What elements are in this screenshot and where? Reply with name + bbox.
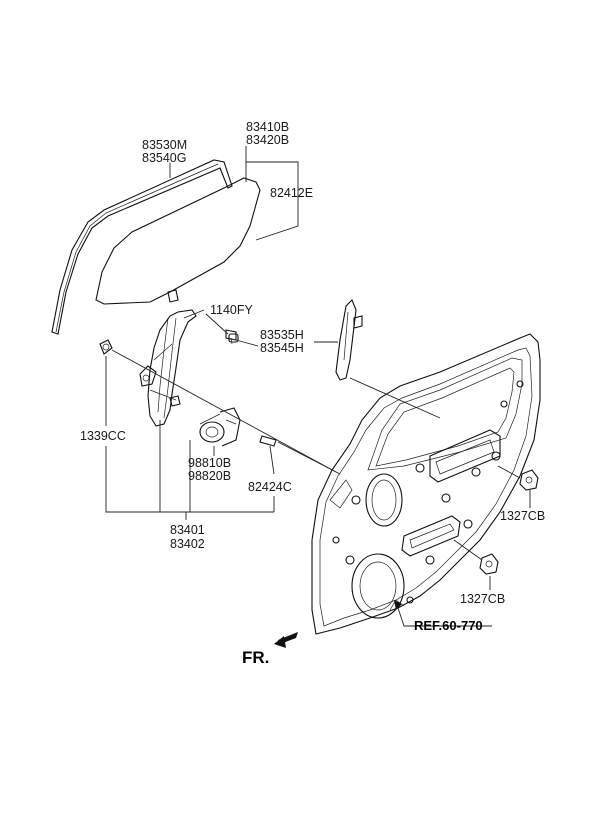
grommet	[99, 339, 113, 355]
label-motor-1: 98810B	[188, 456, 231, 470]
label-channel-2: 83545H	[260, 341, 304, 355]
front-direction-arrow	[274, 632, 298, 648]
label-bolt: 1140FY	[210, 303, 254, 317]
stud-bolt	[259, 435, 277, 447]
label-nut-lower: 1327CB	[460, 592, 505, 606]
window-regulator	[139, 289, 197, 427]
label-motor-2: 98820B	[188, 469, 231, 483]
label-glass-sub: 82412E	[270, 186, 313, 200]
label-nut-upper: 1327CB	[500, 509, 545, 523]
door-glass	[95, 177, 261, 305]
window-motor	[199, 407, 241, 447]
glass-run-seal	[51, 159, 233, 335]
nut-upper	[519, 469, 539, 491]
label-front: FR.	[242, 648, 269, 667]
label-run-seal-2: 83540G	[142, 151, 186, 165]
label-glass-1: 83410B	[246, 120, 289, 134]
label-regulator-1: 83401	[170, 523, 205, 537]
label-reference: REF.60-770	[414, 618, 483, 633]
bolt	[225, 329, 239, 345]
label-stud: 82424C	[248, 480, 292, 494]
label-channel-1: 83535H	[260, 328, 304, 342]
label-grommet: 1339CC	[80, 429, 126, 443]
nut-lower	[479, 553, 499, 575]
part-number-labels: 83530M 83540G 83410B 83420B 82412E 1140F…	[80, 120, 545, 667]
label-run-seal-1: 83530M	[142, 138, 187, 152]
label-glass-2: 83420B	[246, 133, 289, 147]
leader-lines	[105, 146, 531, 627]
label-regulator-2: 83402	[170, 537, 205, 551]
rear-lower-channel	[335, 299, 363, 381]
door-panel	[311, 333, 541, 635]
